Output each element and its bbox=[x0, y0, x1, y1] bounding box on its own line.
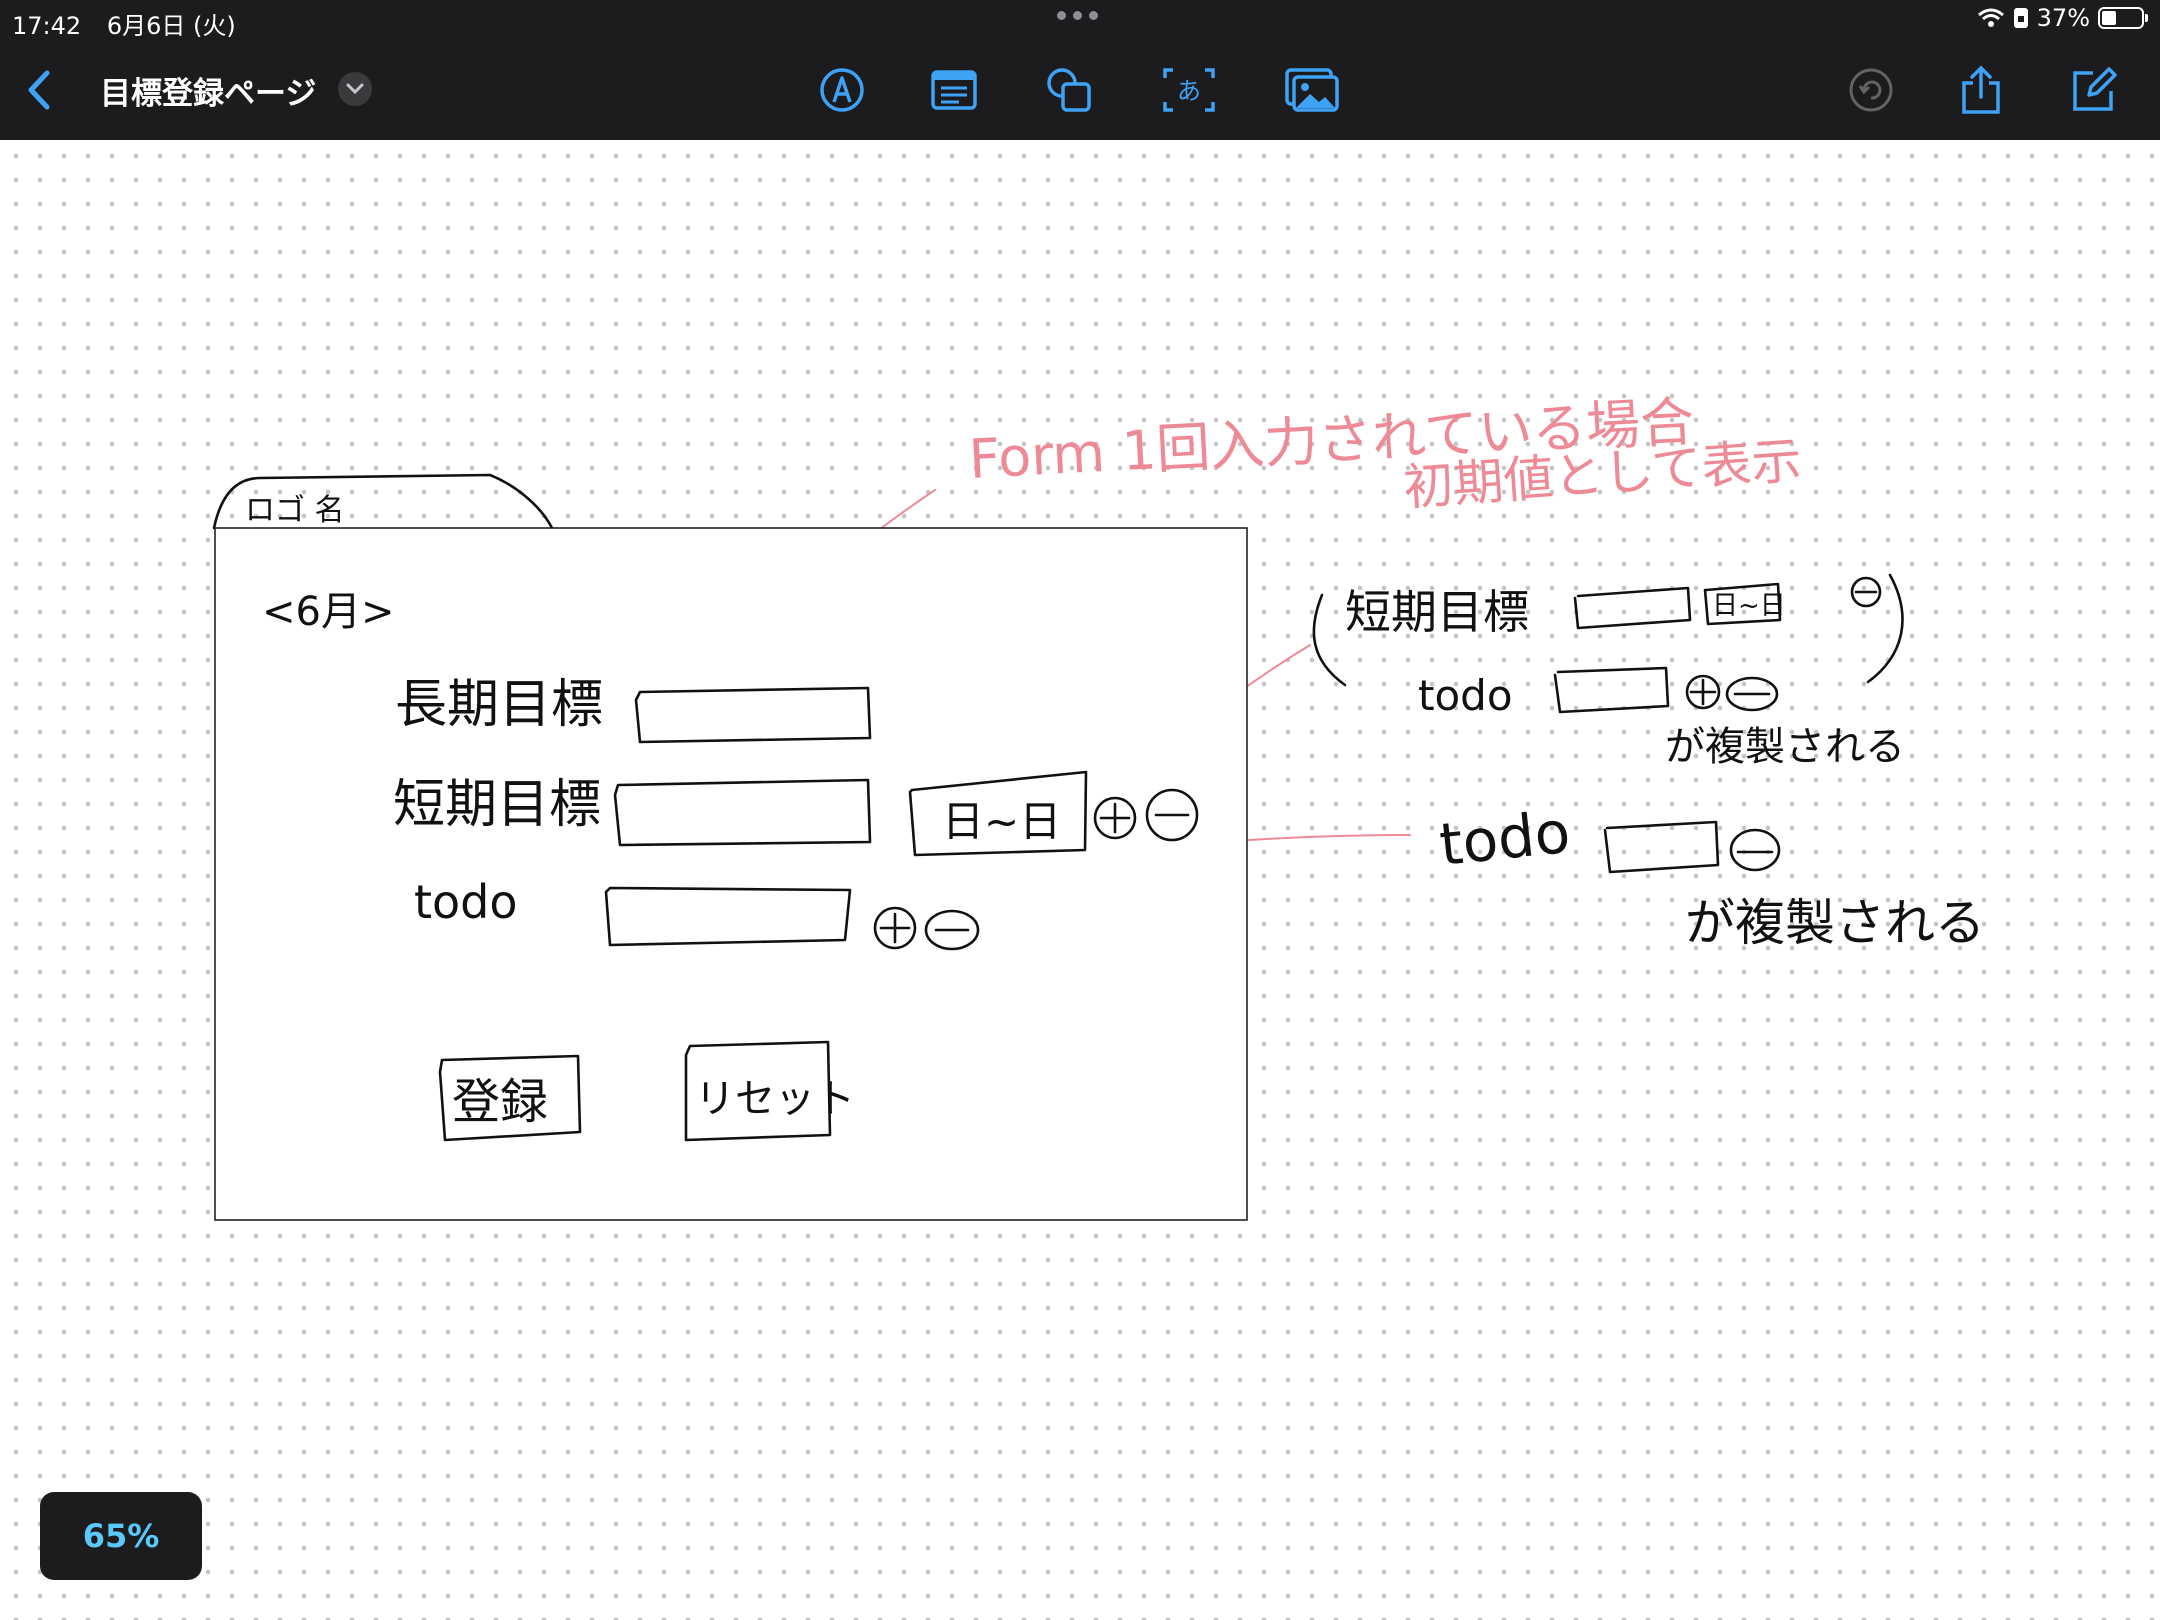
copy-note-2: が複製される bbox=[1685, 894, 1985, 952]
add-short-goal-icon bbox=[1093, 796, 1137, 840]
left-paren bbox=[1312, 593, 1347, 687]
right-input-todo-2 bbox=[1603, 820, 1720, 874]
plus-mark bbox=[879, 912, 911, 944]
reset-button-text: リセット bbox=[695, 1076, 855, 1122]
undo-button[interactable] bbox=[1843, 62, 1899, 118]
status-indicators: 37% bbox=[1977, 4, 2148, 32]
input-long-term-goal bbox=[634, 686, 872, 744]
back-icon bbox=[28, 70, 50, 110]
input-short-term-goal bbox=[613, 778, 872, 847]
tab-text: ロゴ 名 bbox=[245, 493, 345, 528]
image-button[interactable] bbox=[1284, 62, 1340, 118]
zoom-indicator[interactable]: 65% bbox=[40, 1492, 202, 1580]
right-label-todo-2: todo bbox=[1436, 798, 1573, 879]
register-button-text: 登録 bbox=[452, 1074, 548, 1130]
label-todo: todo bbox=[414, 875, 518, 929]
note-canvas[interactable]: Form 1回入力されている場合 初期値として表示 ロゴ 名 <6月> 長期目標… bbox=[0, 140, 2160, 1620]
register-button-sketch bbox=[438, 1054, 582, 1142]
shapes-icon bbox=[1047, 68, 1091, 112]
compose-icon bbox=[2073, 67, 2117, 111]
right-minus-icon-2 bbox=[1725, 676, 1779, 712]
share-icon bbox=[1962, 65, 2000, 114]
status-time: 17:42 bbox=[12, 12, 82, 40]
right-date-text: 日~日 bbox=[1712, 591, 1786, 621]
wifi-icon bbox=[1977, 8, 2004, 27]
battery-icon bbox=[2098, 7, 2148, 29]
orientation-lock-icon bbox=[2013, 8, 2028, 28]
shapes-button[interactable] bbox=[1041, 62, 1097, 118]
battery-percent: 37% bbox=[2036, 4, 2090, 32]
compose-button[interactable] bbox=[2066, 62, 2122, 118]
app-toolbar: 目標登録ページ あ bbox=[0, 40, 2160, 140]
month-label: <6月> bbox=[262, 589, 394, 635]
right-plus-icon bbox=[1685, 674, 1721, 710]
remove-todo-icon bbox=[924, 909, 980, 951]
text-box-icon bbox=[931, 70, 977, 110]
date-range-box bbox=[908, 770, 1088, 857]
label-long-term-goal: 長期目標 bbox=[395, 675, 603, 735]
back-button[interactable] bbox=[12, 62, 68, 118]
text-box-button[interactable] bbox=[926, 62, 982, 118]
title-menu-button[interactable] bbox=[338, 72, 372, 106]
status-bar: 17:42 6月6日 (火) 37% bbox=[0, 0, 2160, 40]
right-minus-icon-3 bbox=[1729, 828, 1781, 872]
right-date-box bbox=[1703, 582, 1782, 626]
multitasking-dots-icon[interactable] bbox=[1057, 11, 1098, 20]
right-minus-icon-1 bbox=[1850, 576, 1882, 608]
text-recognition-button[interactable]: あ bbox=[1161, 62, 1217, 118]
plus-mark bbox=[1099, 802, 1131, 834]
browser-tab-outline bbox=[212, 473, 554, 530]
text-recognition-icon: あ bbox=[1163, 68, 1215, 112]
chevron-down-icon bbox=[346, 83, 364, 95]
form-frame bbox=[214, 527, 1248, 1221]
status-date: 6月6日 (火) bbox=[106, 12, 236, 40]
right-input-short-goal bbox=[1573, 586, 1692, 630]
right-label-todo-1: todo bbox=[1418, 671, 1513, 720]
document-title[interactable]: 目標登録ページ bbox=[100, 76, 317, 112]
input-todo bbox=[604, 886, 852, 947]
svg-text:あ: あ bbox=[1177, 77, 1201, 105]
pen-tool-icon bbox=[820, 68, 864, 112]
undo-icon bbox=[1849, 68, 1893, 112]
pen-tool-button[interactable] bbox=[814, 62, 870, 118]
share-button[interactable] bbox=[1953, 62, 2009, 118]
plus-mark bbox=[1689, 678, 1717, 706]
label-short-term-goal: 短期目標 bbox=[393, 775, 601, 835]
right-paren bbox=[1866, 573, 1904, 684]
copy-note-1: が複製される bbox=[1665, 724, 1905, 770]
reset-button-sketch bbox=[684, 1040, 832, 1142]
status-time-date: 17:42 6月6日 (火) bbox=[12, 6, 254, 41]
add-todo-icon bbox=[873, 906, 917, 950]
right-label-short-goal: 短期目標 bbox=[1345, 585, 1529, 639]
zoom-value: 65% bbox=[82, 1517, 160, 1555]
image-icon bbox=[1285, 68, 1339, 112]
right-input-todo-1 bbox=[1553, 666, 1670, 714]
remove-short-goal-icon bbox=[1145, 788, 1199, 842]
handwritten-sketch: Form 1回入力されている場合 初期値として表示 ロゴ 名 <6月> 長期目標… bbox=[212, 390, 1985, 1221]
date-range-text: 日~日 bbox=[942, 797, 1061, 846]
